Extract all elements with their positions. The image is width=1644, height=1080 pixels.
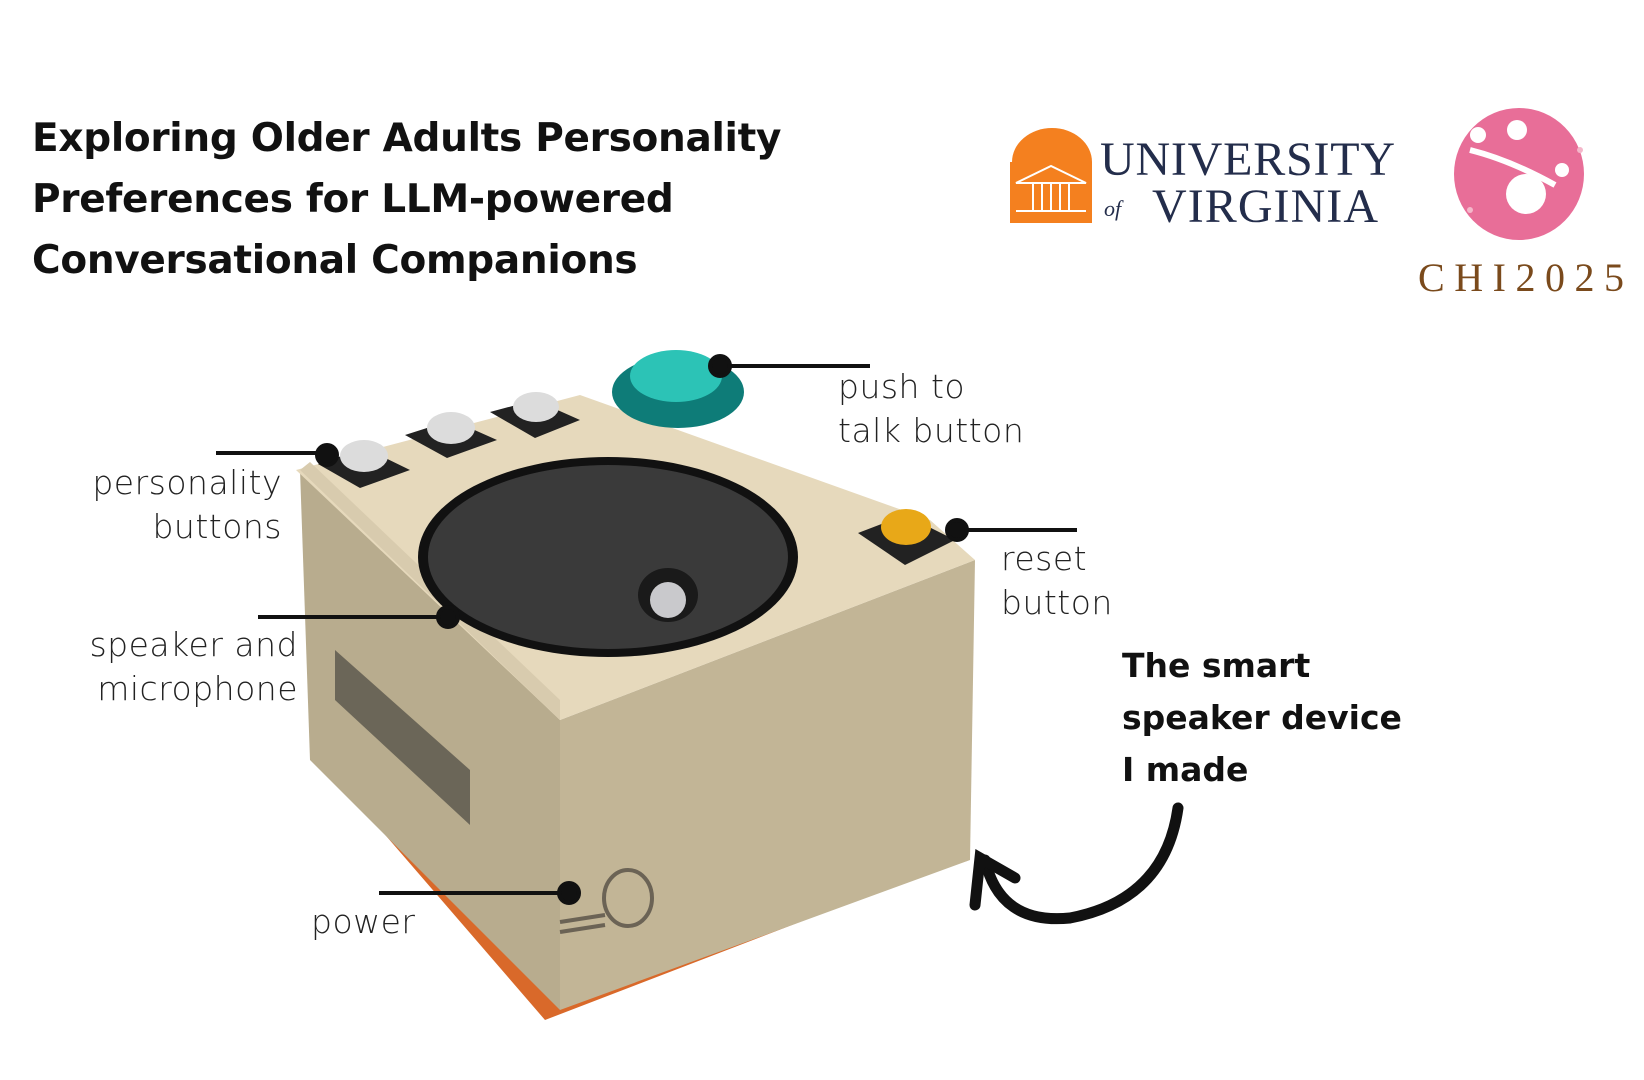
svg-text:VIRGINIA: VIRGINIA bbox=[1152, 180, 1378, 233]
smart-speaker-device bbox=[296, 350, 975, 1020]
power-label: power bbox=[311, 902, 416, 941]
curved-arrow-icon bbox=[969, 802, 1184, 925]
title-line: Preferences for LLM-powered bbox=[32, 177, 674, 222]
personality-button[interactable] bbox=[405, 412, 497, 458]
poster-title: Exploring Older Adults Personality Prefe… bbox=[32, 108, 781, 291]
personality-button[interactable] bbox=[490, 392, 580, 438]
uva-logo: UNIVERSITY of VIRGINIA bbox=[1010, 128, 1395, 233]
svg-text:CHI2025: CHI2025 bbox=[1418, 255, 1628, 300]
leader-lines bbox=[216, 354, 1077, 905]
title-line: Exploring Older Adults Personality bbox=[32, 116, 782, 161]
push-to-talk-button[interactable] bbox=[612, 350, 744, 428]
svg-text:of: of bbox=[1104, 196, 1124, 221]
title-line: Conversational Companions bbox=[32, 238, 638, 283]
svg-text:UNIVERSITY: UNIVERSITY bbox=[1100, 133, 1395, 186]
power-switch[interactable] bbox=[559, 868, 654, 934]
personality-button[interactable] bbox=[318, 440, 410, 488]
reset-button[interactable] bbox=[858, 509, 955, 565]
chi-logo: CHI2025 bbox=[1418, 108, 1628, 300]
